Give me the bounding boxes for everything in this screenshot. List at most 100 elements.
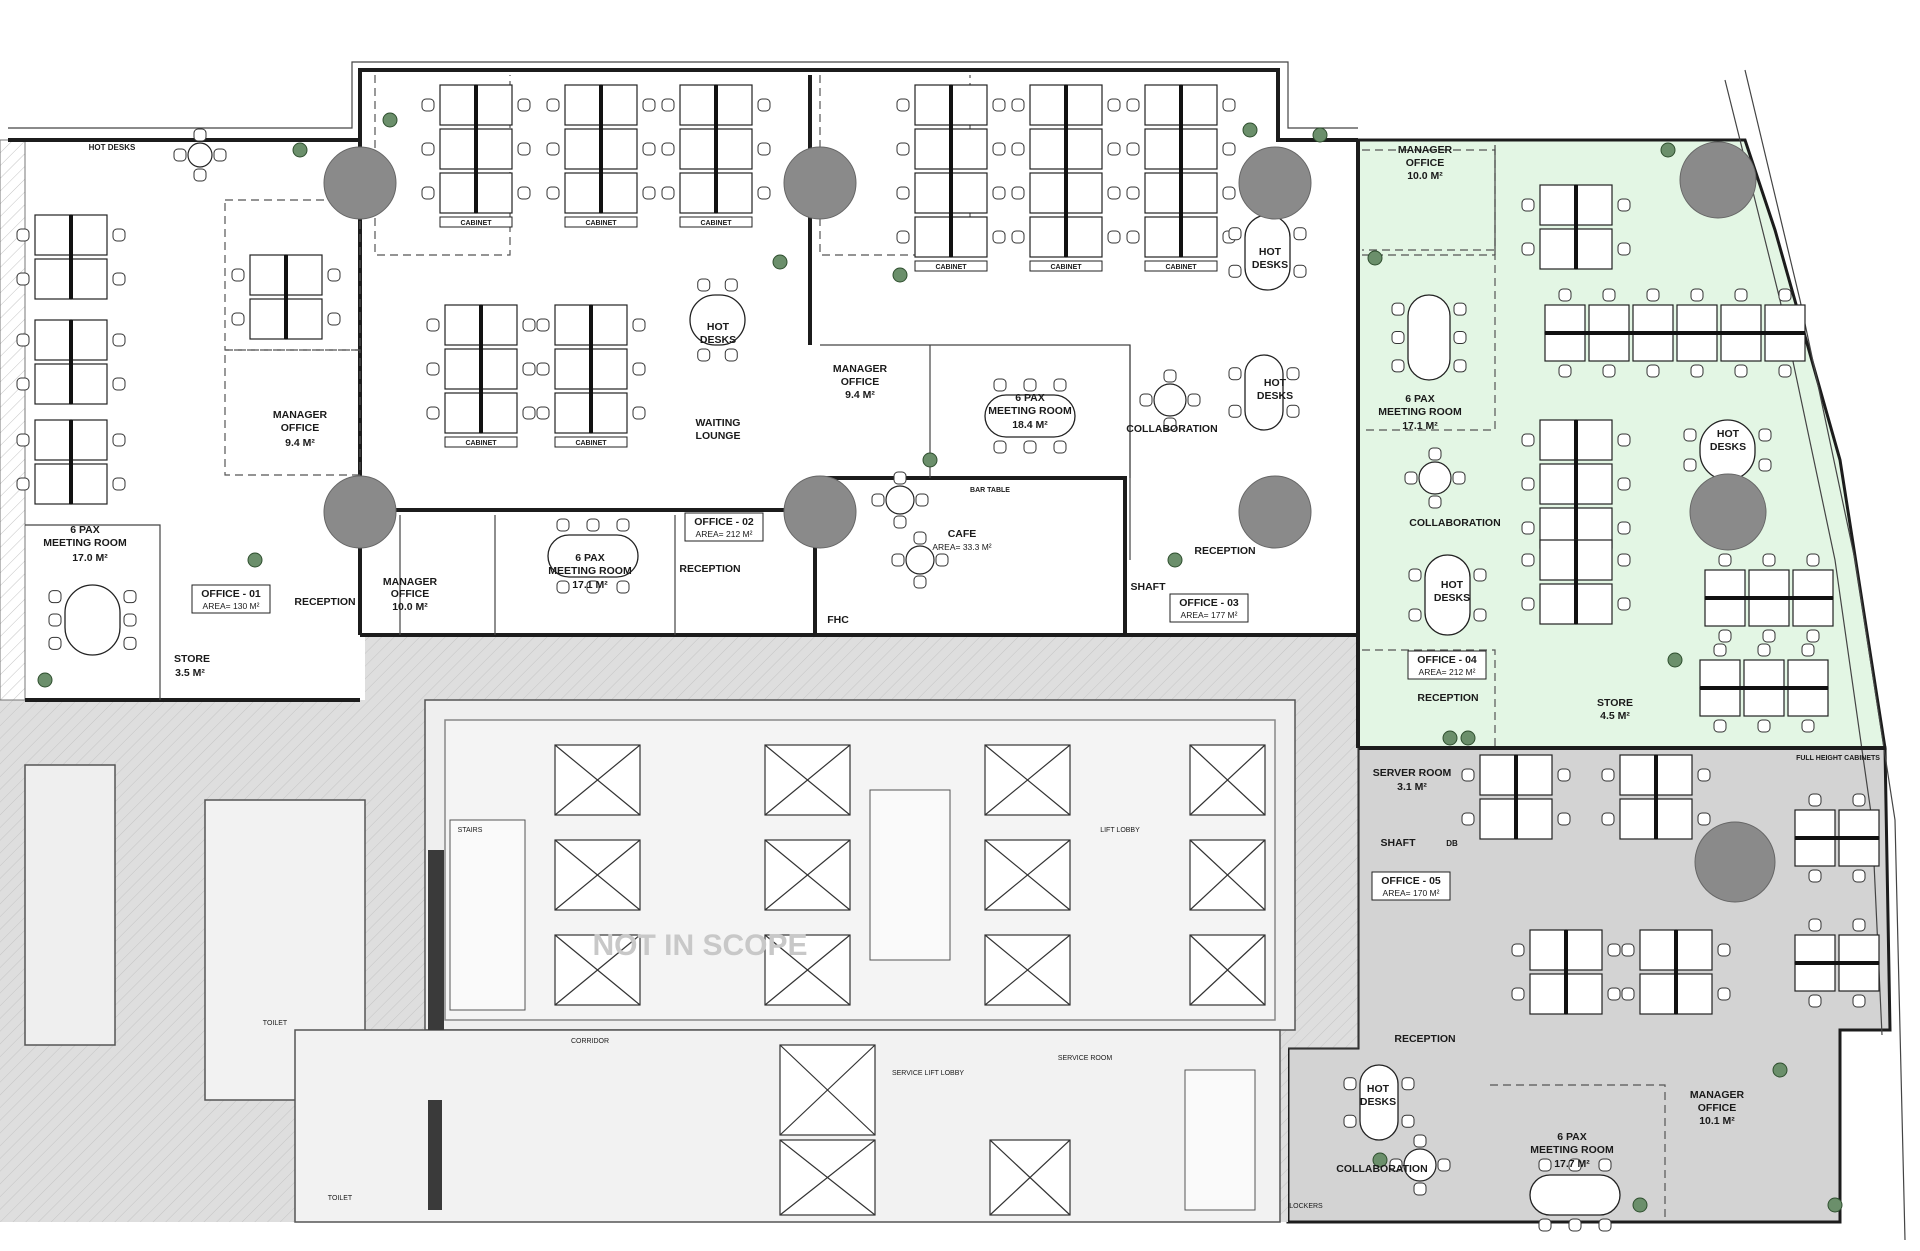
desk-icon [1619, 798, 1657, 840]
chair-icon [1286, 367, 1300, 381]
chair-icon [1538, 1218, 1552, 1232]
column-icon [783, 146, 857, 220]
full-height-cabinets-label: FULL HEIGHT CABINETS [1796, 755, 1880, 762]
chair-icon [871, 493, 885, 507]
chair-icon [993, 440, 1007, 454]
plant-icon [37, 672, 53, 688]
meeting-table [1244, 354, 1284, 431]
chair-icon [426, 362, 440, 376]
chair-icon [16, 228, 30, 242]
cabinet-label: CABINET [700, 220, 732, 227]
chair-icon [536, 406, 550, 420]
chair-icon [1228, 404, 1242, 418]
chair-icon [1437, 1158, 1451, 1172]
chair-icon [112, 228, 126, 242]
chair-icon [1697, 812, 1711, 826]
chair-icon [1391, 359, 1405, 373]
desk-icon [1575, 228, 1613, 270]
desk-icon [1794, 809, 1836, 839]
chair-icon [757, 186, 771, 200]
cabinet-label: CABINET [1165, 264, 1197, 271]
chair-icon [642, 98, 656, 112]
chair-icon [1717, 987, 1731, 1001]
desk-icon [444, 348, 482, 390]
cafe-label: CAFE [948, 528, 977, 540]
chair-icon [1428, 447, 1442, 461]
plant-icon [1667, 652, 1683, 668]
desk-icon [1588, 332, 1630, 362]
plant-icon [892, 267, 908, 283]
desk-icon [600, 128, 638, 170]
chair-icon [517, 142, 531, 156]
column-icon [323, 475, 397, 549]
meeting-room-5-title: MEETING ROOM [1530, 1144, 1614, 1156]
desk-icon [34, 319, 72, 361]
desk-icon [444, 304, 482, 346]
desk-icon [70, 214, 108, 256]
office-01-name: OFFICE - 01 [201, 588, 261, 600]
desk-icon [1544, 332, 1586, 362]
manager-office-3-area: 10.0 M² [392, 601, 428, 613]
chair-icon [522, 406, 536, 420]
chair-icon [546, 186, 560, 200]
core-dark-bar-2 [428, 1100, 442, 1210]
desk-icon [1029, 128, 1067, 170]
desk-icon [1675, 929, 1713, 971]
desk-icon [1639, 929, 1677, 971]
desk-icon [1794, 837, 1836, 867]
chair-icon [1228, 367, 1242, 381]
cabinet-label: CABINET [1050, 264, 1082, 271]
desk-icon [554, 348, 592, 390]
round-table [1418, 461, 1452, 495]
desk-icon [914, 128, 952, 170]
chair-icon [1408, 568, 1422, 582]
chair-icon [1718, 553, 1732, 567]
chair-icon [893, 515, 907, 529]
chair-icon [642, 186, 656, 200]
chair-icon [1713, 719, 1727, 733]
chair-icon [1461, 812, 1475, 826]
desk-icon [1632, 304, 1674, 334]
desk-icon [950, 172, 988, 214]
chair-icon [1617, 521, 1631, 535]
chair-icon [1683, 458, 1697, 472]
chair-icon [1521, 477, 1535, 491]
chair-icon [1713, 643, 1727, 657]
chair-icon [1568, 1158, 1582, 1172]
desk-icon [1575, 463, 1613, 505]
chair-icon [1801, 643, 1815, 657]
chair-icon [1557, 768, 1571, 782]
desk-icon [950, 128, 988, 170]
round-table [187, 142, 213, 168]
round-table [885, 485, 915, 515]
desk-icon [1565, 973, 1603, 1015]
desk-icon [1838, 934, 1880, 964]
column-icon [1238, 475, 1312, 549]
hot-desks-2-b: DESKS [700, 334, 736, 346]
fhc-label: FHC [827, 614, 849, 626]
desk-icon [1794, 962, 1836, 992]
plant-icon [1367, 250, 1383, 266]
desk-icon [1704, 597, 1746, 627]
hot-desks-5-b: DESKS [1360, 1096, 1396, 1108]
desk-icon [249, 298, 287, 340]
desk-icon [1065, 128, 1103, 170]
desk-icon [1539, 539, 1577, 581]
collaboration-4-label: COLLABORATION [1409, 517, 1500, 529]
store-1-area: 3.5 M² [175, 667, 205, 679]
cabinet-label: CABINET [465, 440, 497, 447]
round-table [1153, 383, 1187, 417]
desk-icon [1575, 539, 1613, 581]
chair-icon [1453, 302, 1467, 316]
chair-icon [421, 98, 435, 112]
desk-icon [1676, 332, 1718, 362]
desk-icon [1065, 84, 1103, 126]
chair-icon [1852, 918, 1866, 932]
chair-icon [896, 98, 910, 112]
desk-icon [1787, 659, 1829, 689]
chair-icon [1053, 440, 1067, 454]
chair-icon [1558, 364, 1572, 378]
chair-icon [1413, 1182, 1427, 1196]
